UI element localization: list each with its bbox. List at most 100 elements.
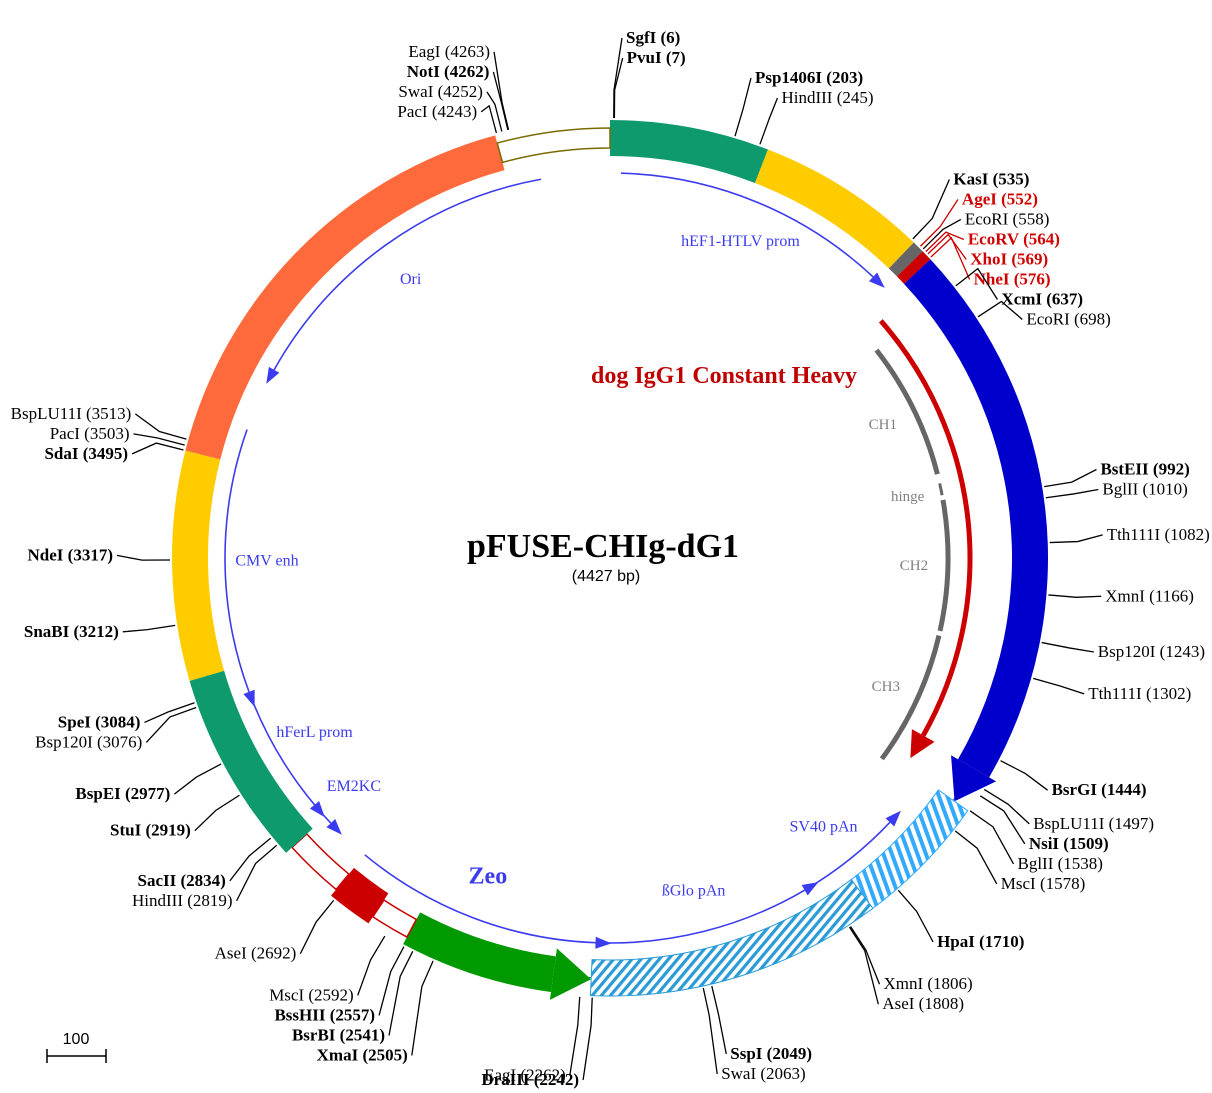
site-kasi-535: KasI (535) bbox=[953, 169, 1029, 188]
segment-gray-block bbox=[888, 242, 923, 277]
segment-zeo bbox=[403, 912, 556, 993]
feature-em2kc-arc bbox=[313, 804, 332, 824]
site-hpai-1710-leader bbox=[897, 889, 934, 943]
segment-pac-region bbox=[496, 127, 611, 164]
site-swai-4252-leader bbox=[486, 91, 503, 132]
domain-ch3-arc bbox=[879, 635, 942, 761]
feature-glo-pan-head bbox=[801, 882, 819, 896]
site-bsplu11i-3513-leader bbox=[134, 413, 187, 440]
site-paci-4243: PacI (4243) bbox=[397, 102, 477, 121]
site-ndei-3317: NdeI (3317) bbox=[28, 545, 113, 564]
domain-ch3-label: CH3 bbox=[872, 679, 900, 695]
segment-em2kc-white bbox=[371, 899, 418, 939]
feature-hferl-prom-label: hFerL prom bbox=[276, 724, 353, 741]
site-asei-2692: AseI (2692) bbox=[215, 944, 297, 963]
site-bsp120i-1243: Bsp120I (1243) bbox=[1098, 642, 1205, 661]
feature-sv40-pan-label: SV40 pAn bbox=[790, 818, 858, 835]
scale-bar: 100 bbox=[46, 1031, 107, 1063]
site-xhoi-569: XhoI (569) bbox=[970, 249, 1048, 268]
scale-bar-label: 100 bbox=[63, 1031, 90, 1048]
feature-sv40-pan-arc bbox=[804, 821, 891, 891]
site-bglii-1010: BglII (1010) bbox=[1102, 479, 1187, 498]
site-sspi-2049-leader bbox=[711, 985, 727, 1055]
segment-hef1-htlv-yellow bbox=[755, 149, 914, 269]
feature-hef1-htlv-prom-arc bbox=[620, 172, 874, 278]
site-bsp120i-3076: Bsp120I (3076) bbox=[35, 732, 142, 751]
site-snabi-3212-leader bbox=[122, 624, 176, 633]
site-ecori-558: EcoRI (558) bbox=[965, 209, 1050, 228]
domain-ch1-arc bbox=[874, 348, 940, 475]
site-bsplu11i-3513: BspLU11I (3513) bbox=[11, 404, 132, 423]
site-nhei-576: NheI (576) bbox=[974, 269, 1051, 288]
site-eagi-4263-leader bbox=[493, 51, 510, 131]
site-paci-3503: PacI (3503) bbox=[50, 424, 130, 443]
feature-ori-label: Ori bbox=[400, 271, 422, 288]
site-bsshii-2557-leader bbox=[378, 946, 405, 1016]
site-nsii-1509: NsiI (1509) bbox=[1029, 834, 1109, 853]
site-asei-1808: AseI (1808) bbox=[882, 994, 964, 1013]
site-nhei-576-leader bbox=[930, 236, 971, 280]
site-agei-552-leader bbox=[920, 199, 959, 247]
site-hindiii-2819: HindIII (2819) bbox=[132, 891, 233, 910]
domain-ch1-label: CH1 bbox=[869, 417, 897, 433]
site-spei-3084-leader bbox=[144, 702, 195, 724]
site-sacii-2834-leader bbox=[229, 837, 272, 882]
site-swai-4252: SwaI (4252) bbox=[398, 82, 483, 101]
feature-hef1-htlv-prom-label: hEF1-HTLV prom bbox=[681, 233, 800, 250]
site-bglii-1010-leader bbox=[1045, 488, 1099, 499]
plasmid-size: (4427 bp) bbox=[572, 568, 641, 585]
domain-ch2-label: CH2 bbox=[900, 558, 928, 574]
site-ecori-698: EcoRI (698) bbox=[1026, 309, 1111, 328]
site-paci-3503-leader bbox=[133, 433, 185, 446]
site-noti-4262: NotI (4262) bbox=[407, 62, 490, 81]
site-bsteii-992-leader bbox=[1044, 468, 1097, 488]
site-sspi-2049: SspI (2049) bbox=[730, 1044, 812, 1063]
site-bsplu11i-1497: BspLU11I (1497) bbox=[1033, 814, 1154, 833]
segment-red-block bbox=[896, 251, 931, 284]
site-stui-2919-leader bbox=[194, 794, 240, 832]
site-msci-1578: MscI (1578) bbox=[1001, 874, 1086, 893]
feature-em2kc-head bbox=[326, 819, 342, 835]
domain-hinge-arc bbox=[938, 483, 944, 496]
site-agei-552: AgeI (552) bbox=[962, 189, 1038, 208]
site-eagi-2262-leader bbox=[569, 996, 581, 1076]
site-snabi-3212: SnaBI (3212) bbox=[24, 622, 119, 641]
feature-ori-head bbox=[266, 366, 280, 384]
feature-cmv-enh-label: CMV enh bbox=[235, 553, 298, 570]
site-ecorv-564-leader bbox=[925, 231, 965, 253]
site-xcmi-637-leader bbox=[955, 267, 998, 300]
site-stui-2919: StuI (2919) bbox=[110, 821, 191, 840]
feature-em2kc-label: EM2KC bbox=[327, 778, 381, 795]
segment-sv40-pan bbox=[850, 789, 969, 910]
site-hpai-1710: HpaI (1710) bbox=[937, 932, 1024, 951]
site-xmni-1166-leader bbox=[1048, 594, 1102, 598]
site-draiii-2242: DraIII (2242) bbox=[481, 1070, 579, 1089]
site-tth111i-1302: Tth111I (1302) bbox=[1088, 684, 1191, 703]
site-bsplu11i-1497-leader bbox=[983, 788, 1030, 825]
site-ecorv-564: EcoRV (564) bbox=[968, 229, 1060, 248]
feature-hferl-prom-arc bbox=[250, 696, 316, 806]
site-msci-1578-leader bbox=[954, 830, 998, 885]
site-psp1406i-203: Psp1406I (203) bbox=[755, 68, 863, 87]
segment-bglo-pan bbox=[589, 878, 874, 997]
site-psp1406i-203-leader bbox=[734, 77, 752, 137]
site-pvui-7-leader bbox=[613, 57, 624, 119]
site-bsteii-992: BstEII (992) bbox=[1100, 459, 1189, 478]
feature-ori-arc bbox=[273, 178, 542, 371]
site-ecori-698-leader bbox=[977, 300, 1023, 320]
site-hindiii-245: HindIII (245) bbox=[781, 88, 873, 107]
site-eagi-4263: EagI (4263) bbox=[408, 42, 490, 61]
site-bglii-1538: BglII (1538) bbox=[1018, 854, 1103, 873]
site-tth111i-1082: Tth111I (1082) bbox=[1107, 525, 1210, 544]
site-bsrgi-1444-leader bbox=[1000, 760, 1048, 791]
domain-hinge-label: hinge bbox=[891, 489, 925, 505]
segment-hef1-htlv-teal bbox=[610, 120, 768, 184]
site-bsrgi-1444: BsrGI (1444) bbox=[1052, 780, 1147, 799]
segment-zeo-head bbox=[549, 948, 592, 1000]
insert-arc bbox=[878, 319, 973, 737]
site-spei-3084: SpeI (3084) bbox=[58, 712, 141, 731]
site-xmni-1806: XmnI (1806) bbox=[883, 974, 972, 993]
site-swai-2063-leader bbox=[702, 987, 718, 1075]
